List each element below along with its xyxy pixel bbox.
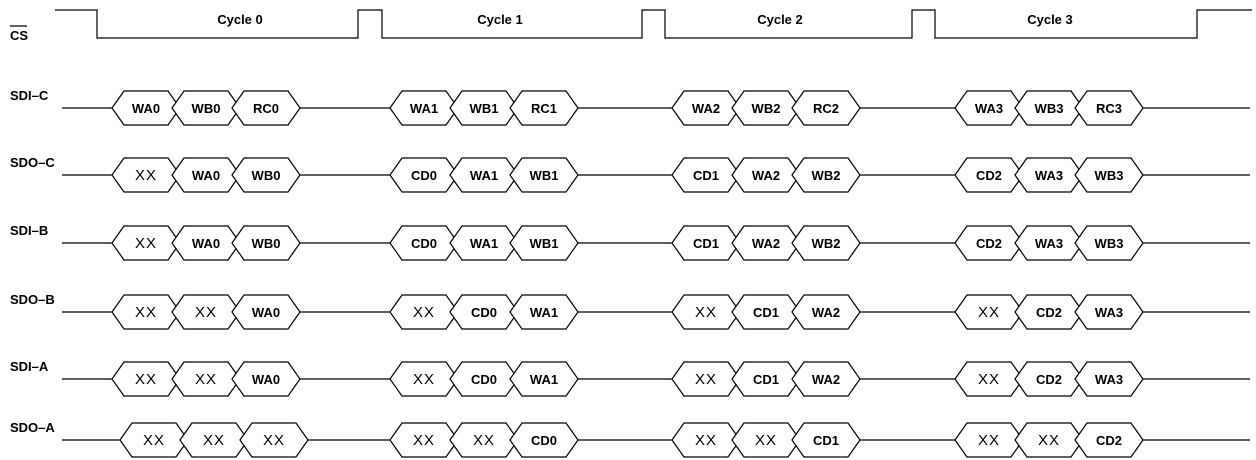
segment-label: WB2 xyxy=(812,168,841,183)
segment-label: WA2 xyxy=(692,101,720,116)
segment-label: XX xyxy=(473,432,495,449)
signal-label: SDO–A xyxy=(10,420,55,435)
segment-label: XX xyxy=(413,304,435,321)
segment-label: WB0 xyxy=(252,236,281,251)
segment-label: XX xyxy=(195,304,217,321)
segment-label: WA3 xyxy=(975,101,1003,116)
signal-label: SDO–B xyxy=(10,292,55,307)
segment-label: RC3 xyxy=(1096,101,1122,116)
segment-label: CD0 xyxy=(471,305,497,320)
segment-label: WA1 xyxy=(470,236,498,251)
signal-row: SDI–B XX WA0 WB0 CD0 WA1 WB1 CD1 WA2 WB2 CD2 WA3 WB3 xyxy=(10,223,1250,261)
segment-label: WA2 xyxy=(752,168,780,183)
segment-label: RC1 xyxy=(531,101,557,116)
segment-label: WB0 xyxy=(192,101,221,116)
segment-label: CD1 xyxy=(693,236,719,251)
segment-label: XX xyxy=(263,432,285,449)
cs-waveform xyxy=(55,9,1252,39)
segment-label: WA3 xyxy=(1035,168,1063,183)
segment-label: XX xyxy=(135,167,157,184)
segment-label: XX xyxy=(978,432,1000,449)
segment-label: WB3 xyxy=(1095,168,1124,183)
segment-label: WA2 xyxy=(812,372,840,387)
segment-label: XX xyxy=(695,304,717,321)
segment-label: XX xyxy=(695,371,717,388)
segment-label: XX xyxy=(135,235,157,252)
segment-label: XX xyxy=(1038,432,1060,449)
cycle-label: Cycle 2 xyxy=(757,12,803,27)
cycle-label: Cycle 0 xyxy=(217,12,263,27)
segment-label: CD0 xyxy=(411,236,437,251)
cycle-label: Cycle 3 xyxy=(1027,12,1073,27)
segment-label: RC2 xyxy=(813,101,839,116)
signal-label: SDI–A xyxy=(10,359,49,374)
signal-row: SDO–C XX WA0 WB0 CD0 WA1 WB1 CD1 WA2 WB2 CD2 WA3 WB3 xyxy=(10,155,1250,193)
segment-label: XX xyxy=(143,432,165,449)
segment-label: WA1 xyxy=(530,372,558,387)
segment-label: CD0 xyxy=(411,168,437,183)
segment-label: CD0 xyxy=(471,372,497,387)
signal-label: SDO–C xyxy=(10,155,55,170)
segment-label: WB1 xyxy=(530,236,559,251)
segment-label: WA0 xyxy=(192,168,220,183)
segment-label: XX xyxy=(978,371,1000,388)
segment-label: XX xyxy=(413,432,435,449)
segment-label: CD1 xyxy=(753,305,779,320)
segment-label: WA2 xyxy=(812,305,840,320)
segment-label: WA0 xyxy=(252,372,280,387)
signal-row: SDO–B XX XX WA0 XX CD0 WA1 XX CD1 WA2 XX CD2 WA3 xyxy=(10,292,1250,330)
segment-label: CD2 xyxy=(976,236,1002,251)
segment-label: CD0 xyxy=(531,433,557,448)
segment-label: WA1 xyxy=(530,305,558,320)
segment-label: XX xyxy=(413,371,435,388)
signal-label: SDI–B xyxy=(10,223,48,238)
segment-label: WA1 xyxy=(470,168,498,183)
segment-label: WA2 xyxy=(752,236,780,251)
segment-label: XX xyxy=(135,371,157,388)
signal-row: SDI–C WA0 WB0 RC0 WA1 WB1 RC1 WA2 WB2 RC2 WA3 WB3 RC… xyxy=(10,88,1250,126)
segment-label: CD1 xyxy=(753,372,779,387)
segment-label: WB1 xyxy=(530,168,559,183)
signal-label: SDI–C xyxy=(10,88,49,103)
segment-label: WB3 xyxy=(1035,101,1064,116)
segment-label: WB3 xyxy=(1095,236,1124,251)
signal-row: SDI–A XX XX WA0 XX CD0 WA1 XX CD1 WA2 XX CD2 WA3 xyxy=(10,359,1250,397)
segment-label: WB1 xyxy=(470,101,499,116)
segment-label: CD2 xyxy=(1096,433,1122,448)
segment-label: XX xyxy=(203,432,225,449)
segment-label: WB0 xyxy=(252,168,281,183)
cycle-label: Cycle 1 xyxy=(477,12,523,27)
segment-label: WB2 xyxy=(752,101,781,116)
segment-label: WA0 xyxy=(192,236,220,251)
segment-label: WA1 xyxy=(410,101,438,116)
segment-label: XX xyxy=(978,304,1000,321)
segment-label: WA0 xyxy=(252,305,280,320)
segment-label: WB2 xyxy=(812,236,841,251)
segment-label: CD2 xyxy=(1036,372,1062,387)
segment-label: CD2 xyxy=(1036,305,1062,320)
signal-row: SDO–A XX XX XX XX XX CD0 XX XX CD1 XX XX CD2 xyxy=(10,420,1250,458)
segment-label: RC0 xyxy=(253,101,279,116)
cs-signal: CS Cycle 0 Cycle 1 Cycle 2 Cycle 3 xyxy=(10,9,1252,43)
segment-label: WA0 xyxy=(132,101,160,116)
segment-label: CD1 xyxy=(813,433,839,448)
segment-label: XX xyxy=(135,304,157,321)
segment-label: XX xyxy=(755,432,777,449)
segment-label: WA3 xyxy=(1095,372,1123,387)
segment-label: XX xyxy=(695,432,717,449)
segment-label: CD2 xyxy=(976,168,1002,183)
segment-label: WA3 xyxy=(1095,305,1123,320)
segment-label: CD1 xyxy=(693,168,719,183)
cs-label: CS xyxy=(10,28,28,43)
segment-label: XX xyxy=(195,371,217,388)
segment-label: WA3 xyxy=(1035,236,1063,251)
